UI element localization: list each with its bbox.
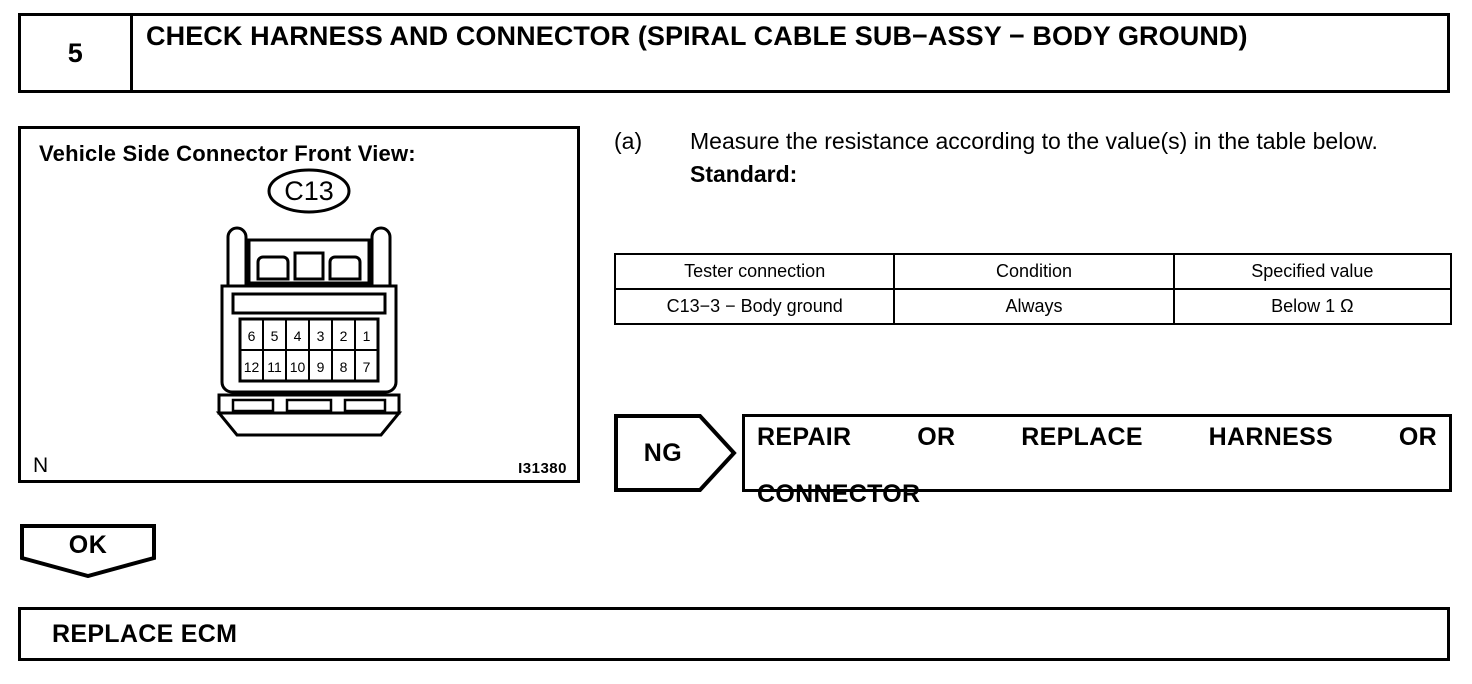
table-header-row: Tester connection Condition Specified va… [613, 253, 1453, 290]
pin-label: 2 [340, 328, 348, 344]
final-action-text: REPLACE ECM [52, 619, 238, 648]
svg-text:C13: C13 [284, 176, 334, 206]
ng-result-line-1: REPAIR OR REPLACE HARNESS OR [757, 423, 1437, 451]
ng-arrow-label: NG [643, 438, 683, 467]
standard-label: Standard: [690, 160, 798, 187]
cell-tester-connection: C13−3 − Body ground [613, 288, 896, 325]
final-action-box: REPLACE ECM [18, 607, 1450, 661]
column-header-tester-connection: Tester connection [613, 253, 896, 290]
pin-label: 12 [244, 359, 260, 375]
figure-code: I31380 [518, 460, 567, 477]
instruction-marker: (a) [614, 128, 643, 154]
pin-label: 8 [340, 359, 348, 375]
connector-diagram: C13 [21, 167, 577, 452]
figure-caption: Vehicle Side Connector Front View: [39, 141, 416, 166]
ok-arrow-label: OK [68, 530, 108, 559]
ng-result-row: NG REPAIR OR REPLACE HARNESS OR CONNECTO… [614, 414, 1452, 508]
connector-figure-box: Vehicle Side Connector Front View: C13 [18, 126, 580, 483]
cell-condition: Always [893, 288, 1175, 325]
ng-arrow: NG [614, 414, 738, 492]
instruction-block: (a) Measure the resistance according to … [614, 126, 1454, 190]
step-header: 5 CHECK HARNESS AND CONNECTOR (SPIRAL CA… [18, 13, 1450, 93]
pin-label: 11 [267, 359, 282, 375]
pin-label: 10 [290, 359, 306, 375]
ok-arrow: OK [20, 524, 156, 578]
instruction-text: Measure the resistance according to the … [690, 128, 1378, 154]
pin-label: 1 [363, 328, 371, 344]
column-header-condition: Condition [893, 253, 1175, 290]
specification-table: Tester connection Condition Specified va… [613, 253, 1453, 325]
pin-label: 6 [248, 328, 256, 344]
ng-result-line-2: CONNECTOR [757, 480, 921, 508]
figure-mark: N [33, 454, 49, 477]
pin-label: 3 [317, 328, 325, 344]
step-number: 5 [21, 16, 133, 90]
ng-result-box: REPAIR OR REPLACE HARNESS OR CONNECTOR [742, 414, 1452, 508]
pin-label: 4 [294, 328, 302, 344]
step-title: CHECK HARNESS AND CONNECTOR (SPIRAL CABL… [146, 21, 1248, 51]
pin-label: 5 [271, 328, 279, 344]
cell-specified-value: Below 1 Ω [1172, 288, 1453, 325]
column-header-specified-value: Specified value [1172, 253, 1453, 290]
pin-label: 9 [317, 359, 325, 375]
table-row: C13−3 − Body ground Always Below 1 Ω [613, 288, 1453, 325]
pin-label: 7 [363, 359, 371, 375]
